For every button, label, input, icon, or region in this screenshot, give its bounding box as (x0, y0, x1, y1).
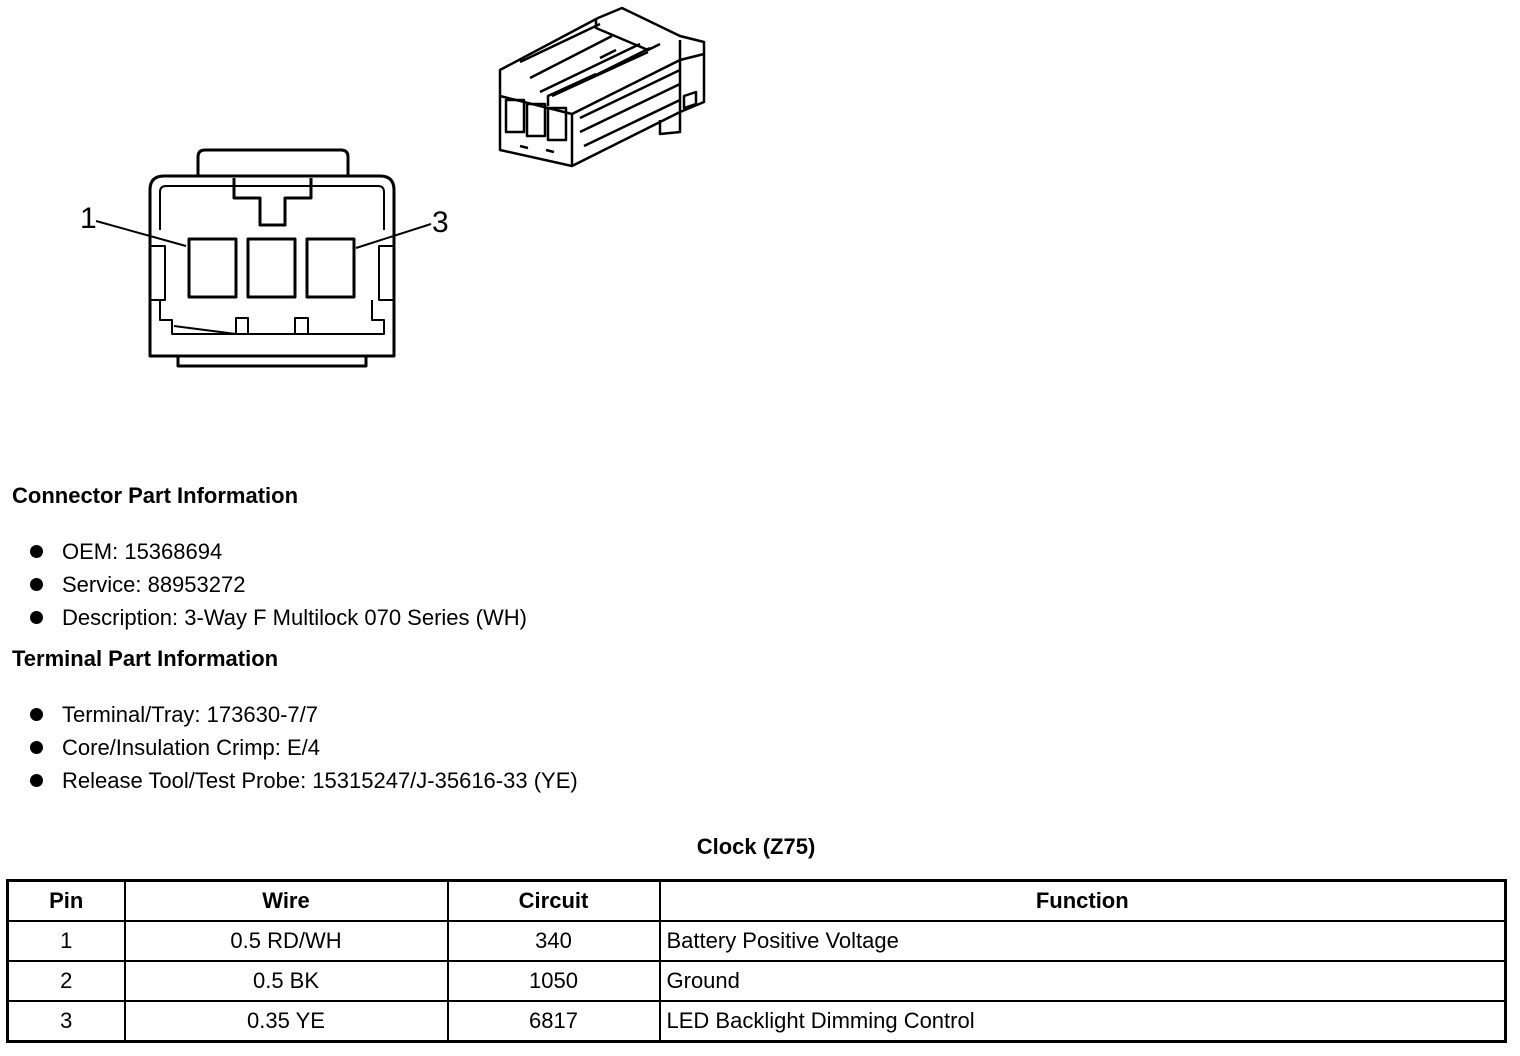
connector-info-title: Connector Part Information (12, 483, 299, 508)
cell-circuit: 1050 (446, 960, 661, 1002)
cell-function: Ground (658, 960, 1507, 1002)
list-item: Terminal/Tray: 173630-7/7 (28, 698, 578, 731)
pin-table-title: Clock (Z75) (696, 834, 816, 859)
callout-pin-1: 1 (80, 202, 97, 235)
terminal-info-title: Terminal Part Information (12, 646, 279, 671)
cell-pin: 3 (6, 1000, 126, 1043)
cell-pin: 1 (6, 920, 126, 962)
list-item: Release Tool/Test Probe: 15315247/J-3561… (28, 764, 578, 797)
list-item: OEM: 15368694 (28, 535, 527, 568)
list-item: Description: 3-Way F Multilock 070 Serie… (28, 601, 527, 634)
pin-table: Pin Wire Circuit Function 1 0.5 RD/WH 34… (6, 879, 1507, 1043)
header-circuit: Circuit (446, 879, 661, 922)
connector-info-list: OEM: 15368694 Service: 88953272 Descript… (28, 535, 527, 634)
table-row: 3 0.35 YE 6817 LED Backlight Dimming Con… (6, 1000, 1507, 1043)
cell-function: LED Backlight Dimming Control (658, 1000, 1507, 1043)
connector-isometric-view (498, 6, 706, 168)
list-item: Service: 88953272 (28, 568, 527, 601)
cell-pin: 2 (6, 960, 126, 1002)
connector-diagram: 1 3 (80, 6, 706, 368)
callout-pin-3: 3 (432, 206, 449, 239)
cell-wire: 0.35 YE (123, 1000, 449, 1043)
callout-leader-pin-3 (355, 223, 432, 249)
table-row: 1 0.5 RD/WH 340 Battery Positive Voltage (6, 920, 1507, 962)
header-pin: Pin (6, 879, 126, 922)
cell-function: Battery Positive Voltage (658, 920, 1507, 962)
connector-face-view (148, 148, 396, 368)
cell-wire: 0.5 BK (123, 960, 449, 1002)
table-header-row: Pin Wire Circuit Function (6, 879, 1507, 922)
terminal-info-list: Terminal/Tray: 173630-7/7 Core/Insulatio… (28, 698, 578, 797)
table-row: 2 0.5 BK 1050 Ground (6, 960, 1507, 1002)
callout-leader-pin-1 (95, 220, 187, 247)
header-function: Function (658, 879, 1507, 922)
cell-wire: 0.5 RD/WH (123, 920, 449, 962)
cell-circuit: 340 (446, 920, 661, 962)
list-item: Core/Insulation Crimp: E/4 (28, 731, 578, 764)
cell-circuit: 6817 (446, 1000, 661, 1043)
header-wire: Wire (123, 879, 449, 922)
